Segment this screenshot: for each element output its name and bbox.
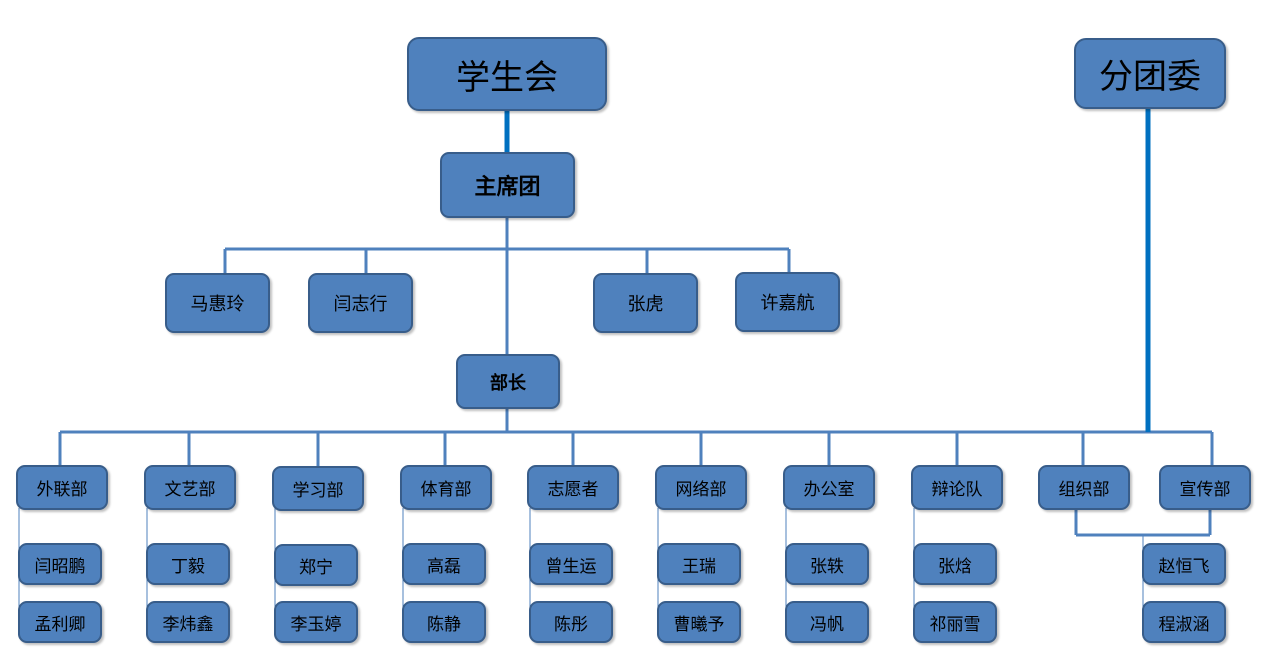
member-node: 张轶 [785,543,869,585]
member-node: 高磊 [402,543,486,585]
presidium-member-node: 张虎 [593,273,698,333]
member-node: 王瑞 [657,543,741,585]
department-node: 志愿者 [527,465,619,510]
member-node: 孟利卿 [18,601,102,643]
presidium-node: 主席团 [440,152,575,218]
department-node: 办公室 [783,465,875,510]
member-node: 张焓 [913,543,997,585]
member-node: 曾生运 [529,543,613,585]
member-node: 闫昭鹏 [18,543,102,585]
league-department-node: 组织部 [1038,465,1130,510]
department-node: 外联部 [16,465,108,510]
branch-league-node: 分团委 [1074,38,1226,109]
member-node: 曹曦予 [657,601,741,643]
presidium-member-node: 闫志行 [308,273,413,333]
member-node: 郑宁 [274,544,358,586]
member-node: 李炜鑫 [146,601,230,643]
member-node: 李玉婷 [274,601,358,643]
league-member-node: 赵恒飞 [1142,543,1226,585]
minister-node: 部长 [456,354,560,409]
department-node: 体育部 [400,465,492,510]
presidium-member-node: 马惠玲 [165,273,270,333]
league-member-node: 程淑涵 [1142,601,1226,643]
department-node: 文艺部 [144,465,236,510]
department-node: 辩论队 [911,465,1003,510]
department-node: 学习部 [272,466,364,511]
member-node: 祁丽雪 [913,601,997,643]
student-union-node: 学生会 [407,37,607,111]
league-department-node: 宣传部 [1159,465,1251,510]
member-node: 陈彤 [529,601,613,643]
department-node: 网络部 [655,465,747,510]
member-node: 陈静 [402,601,486,643]
presidium-member-node: 许嘉航 [735,272,840,332]
member-node: 冯帆 [785,601,869,643]
member-node: 丁毅 [146,543,230,585]
